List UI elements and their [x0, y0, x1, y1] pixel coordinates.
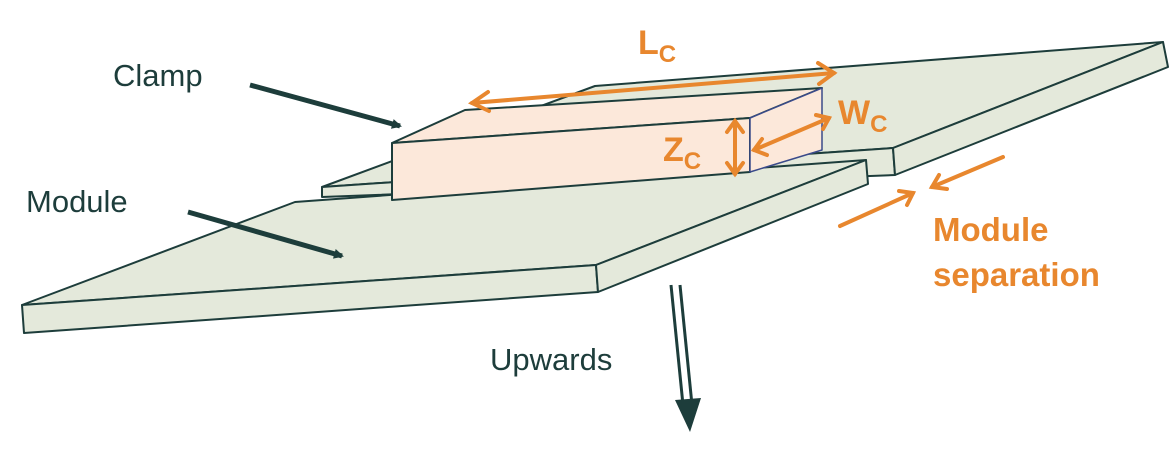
height-label-main: Z — [663, 131, 684, 169]
clamp-block — [391, 87, 823, 201]
separation-label-line2: separation — [933, 256, 1100, 293]
module-pointer-arrow — [187, 209, 344, 259]
length-label: LC — [638, 24, 676, 68]
length-label-sub: C — [659, 41, 676, 68]
length-dimension-arrow — [467, 61, 838, 113]
clamp-label: Clamp — [113, 58, 203, 93]
width-label-sub: C — [870, 111, 887, 138]
back-module-side-face — [892, 41, 1169, 176]
separation-arrows — [838, 155, 1005, 228]
width-label-main: W — [838, 94, 871, 132]
front-module-side-face — [595, 159, 869, 293]
separation-label-line1: Module — [933, 211, 1048, 248]
height-dimension-arrow — [725, 117, 745, 178]
upwards-label: Upwards — [490, 342, 612, 377]
width-label: WC — [838, 94, 887, 138]
length-label-main: L — [638, 24, 659, 62]
width-dimension-arrow — [750, 113, 833, 157]
clamp-side-face — [749, 87, 823, 173]
module-label: Module — [26, 184, 128, 219]
front-module — [21, 159, 869, 334]
clamp-pointer-arrow — [249, 82, 402, 129]
height-label: ZC — [663, 131, 701, 175]
height-label-sub: C — [684, 148, 701, 175]
upwards-arrow — [669, 284, 701, 432]
